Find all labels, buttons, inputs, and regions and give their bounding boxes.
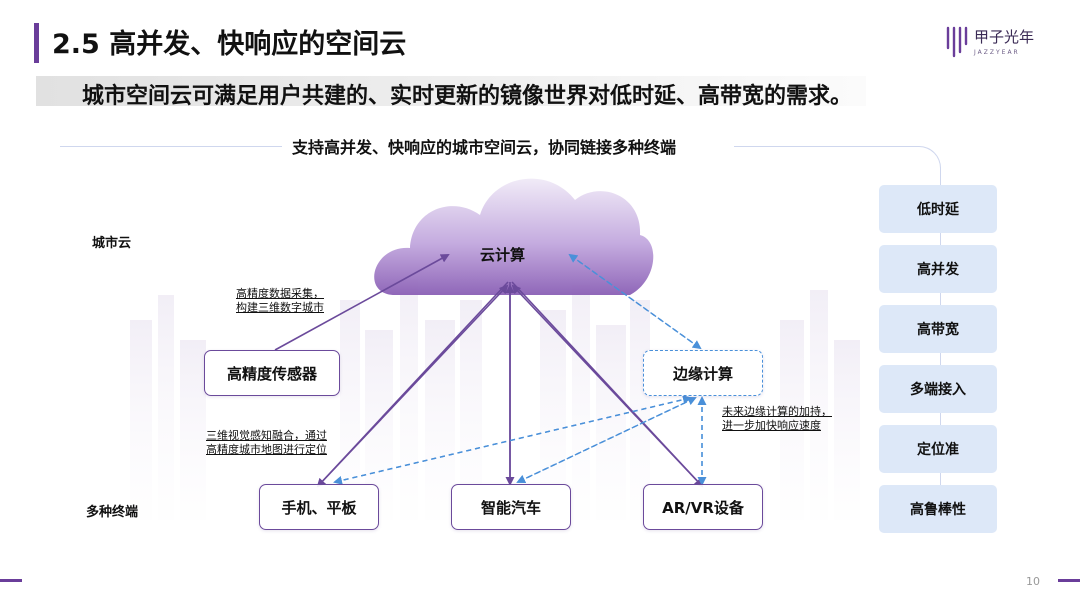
subtitle-band: [36, 76, 866, 106]
label-terminals: 多种终端: [86, 505, 139, 520]
page-title: 2.5 高并发、快响应的空间云: [52, 29, 407, 60]
title-accent-bar: [34, 23, 39, 63]
node-sensor: 高精度传感器: [204, 350, 340, 396]
feature-high-bandwidth: 高带宽: [879, 305, 997, 353]
annotation-sensor-1: 高精度数据采集，: [236, 287, 324, 300]
footer-accent-right: [1058, 579, 1080, 582]
feature-low-latency: 低时延: [879, 185, 997, 233]
annotation-sensor-2: 构建三维数字城市: [236, 301, 324, 314]
node-smart-car: 智能汽车: [451, 484, 571, 530]
brand-name-cn: 甲子光年: [974, 28, 1035, 46]
feature-high-robustness: 高鲁棒性: [879, 485, 997, 533]
brand-name-en: JAZZYEAR: [974, 49, 1020, 56]
label-city-cloud: 城市云: [92, 236, 132, 251]
annotation-phone-2: 高精度城市地图进行定位: [206, 443, 327, 456]
footer-accent-left: [0, 579, 22, 582]
node-ar-vr: AR/VR设备: [643, 484, 763, 530]
diagram-title: 支持高并发、快响应的城市空间云，协同链接多种终端: [292, 138, 677, 157]
node-phone-tablet: 手机、平板: [259, 484, 379, 530]
page-number: 10: [1026, 575, 1040, 588]
feature-high-concurrency: 高并发: [879, 245, 997, 293]
brand-logo-icon: [946, 26, 968, 58]
diagram-frame-gap: [282, 140, 734, 152]
annotation-edge-2: 进一步加快响应速度: [722, 419, 821, 432]
city-skyline: [130, 280, 860, 520]
feature-multi-access: 多端接入: [879, 365, 997, 413]
feature-accurate-positioning: 定位准: [879, 425, 997, 473]
node-edge-computing: 边缘计算: [643, 350, 763, 396]
brand-logo: 甲子光年 JAZZYEAR: [938, 22, 1048, 66]
page-subtitle: 城市空间云可满足用户共建的、实时更新的镜像世界对低时延、高带宽的需求。: [82, 84, 853, 109]
node-cloud-computing: 云计算: [480, 246, 526, 264]
annotation-phone-1: 三维视觉感知融合，通过: [206, 429, 327, 442]
cloud-shape: [374, 178, 654, 295]
annotation-edge-1: 未来边缘计算的加持，: [722, 405, 832, 418]
